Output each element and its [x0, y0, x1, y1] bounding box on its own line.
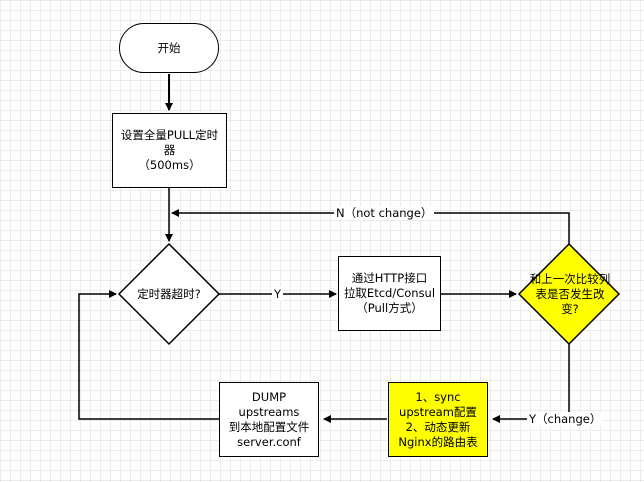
edge-label-changed: Y（change） [527, 412, 604, 426]
edge-dump-loop-back [78, 290, 219, 420]
timer-setup-node[interactable]: 设置全量PULL定时器 （500ms） [112, 113, 227, 188]
timer-check-diamond[interactable] [117, 242, 221, 346]
edge-label-no-change: N（not change） [334, 206, 435, 220]
edge-label-yes: Y [272, 287, 284, 301]
sync-label: 1、sync upstream配置 2、动态更新 Nginx的路由表 [398, 389, 478, 449]
pull-label: 通过HTTP接口 拉取Etcd/Consul （Pull方式） [343, 271, 436, 315]
sync-node[interactable]: 1、sync upstream配置 2、动态更新 Nginx的路由表 [388, 382, 488, 457]
compare-label: 和上一次比较列 表是否发生改 变? [529, 271, 611, 316]
edge-compare-no-change [171, 209, 570, 244]
pull-node[interactable]: 通过HTTP接口 拉取Etcd/Consul （Pull方式） [338, 256, 441, 331]
dump-label: DUMP upstreams 到本地配置文件 server.conf [228, 389, 310, 449]
start-node[interactable]: 开始 [119, 23, 219, 73]
compare-text: 和上一次比较列 表是否发生改 变? [524, 270, 616, 318]
timer-check-label: 定时器超时? [137, 286, 201, 301]
timer-check-text: 定时器超时? [124, 284, 214, 304]
edge-compare-changed [492, 344, 570, 423]
timer-setup-label: 设置全量PULL定时器 （500ms） [120, 128, 219, 172]
dump-node[interactable]: DUMP upstreams 到本地配置文件 server.conf [219, 382, 319, 457]
start-label: 开始 [157, 40, 181, 55]
